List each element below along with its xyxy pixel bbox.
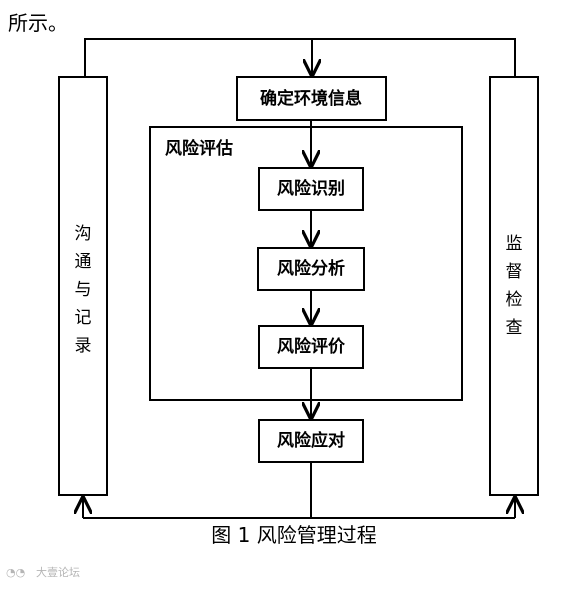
side-box-communication [58,76,108,496]
side-left-char: 记 [75,308,92,328]
side-right-char: 查 [506,318,523,338]
group-risk-assessment-label: 风险评估 [165,138,233,159]
node-context-label: 确定环境信息 [260,88,362,109]
caption-background [200,522,390,550]
side-right-char: 检 [506,290,523,310]
node-treat [258,419,364,463]
node-evaluate-label: 风险评价 [277,336,346,357]
node-analyze-label: 风险分析 [277,258,345,279]
watermark-logo-icon: ◔◔ [6,566,25,579]
node-identify-label: 风险识别 [277,178,345,199]
node-analyze [257,247,365,291]
side-right-char: 监 [506,234,523,254]
side-left-char: 通 [75,252,92,272]
side-left-char: 录 [75,336,92,356]
side-box-monitoring [489,76,539,496]
intro-text: 所示。 [8,11,68,35]
node-context [236,76,387,121]
side-left-char: 与 [75,280,92,300]
side-left-char: 沟 [75,224,92,244]
watermark-text: 大壹论坛 [36,565,80,579]
node-treat-label: 风险应对 [277,430,345,451]
top-feedback-line [84,38,516,77]
node-identify [258,167,364,211]
figure-caption: 图 1 风险管理过程 [211,523,376,547]
side-label-monitoring: 监 督 检 查 [506,234,523,338]
side-right-char: 督 [506,262,523,282]
side-label-communication: 沟 通 与 记 录 [75,224,92,356]
watermark: ◔◔ 大壹论坛 [6,565,80,579]
